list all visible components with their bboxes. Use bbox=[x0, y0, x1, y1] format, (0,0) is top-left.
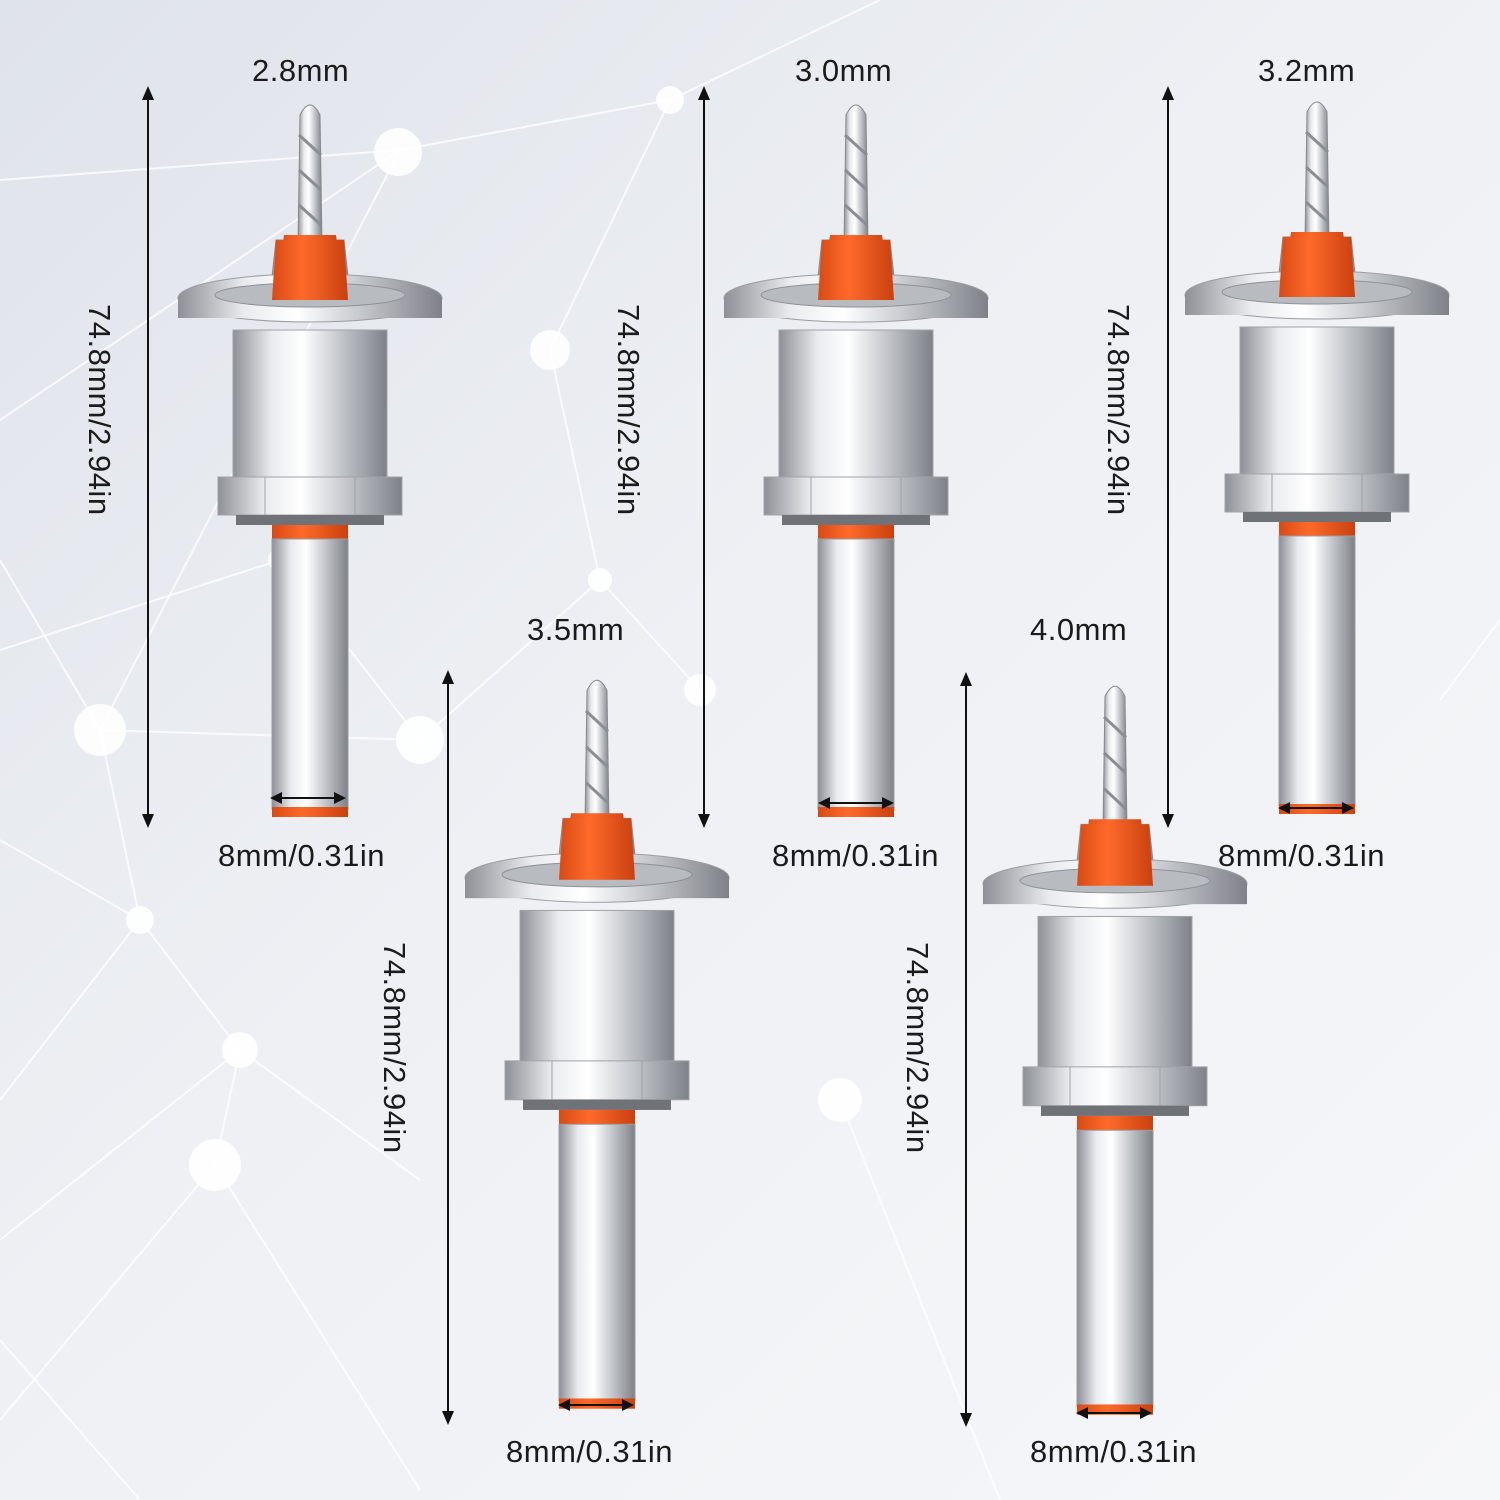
shank-diameter-label: 8mm/0.31in bbox=[1030, 1434, 1197, 1469]
drill-tip bbox=[297, 104, 323, 246]
length-arrow bbox=[1162, 86, 1174, 828]
countersink-drill-bit-3-2 bbox=[1184, 101, 1450, 814]
shank-diameter-label: 8mm/0.31in bbox=[218, 838, 385, 873]
drill-size-label: 4.0mm bbox=[1030, 612, 1128, 647]
drill-size-label: 2.8mm bbox=[252, 53, 350, 88]
shank-diameter-label: 8mm/0.31in bbox=[1218, 838, 1385, 873]
countersink-drill-bit-2-8 bbox=[177, 104, 443, 817]
drill-tip bbox=[1102, 685, 1128, 830]
shank-arrow bbox=[1076, 1407, 1152, 1419]
length-arrow bbox=[442, 670, 454, 1425]
length-arrow bbox=[698, 86, 710, 828]
length-label: 74.8mm/2.94in bbox=[1101, 304, 1136, 516]
shank-arrow bbox=[1278, 802, 1354, 814]
countersink-drill-bit-4-0 bbox=[982, 685, 1248, 1415]
drill-tip bbox=[843, 104, 869, 246]
length-label: 74.8mm/2.94in bbox=[82, 304, 117, 516]
length-label: 74.8mm/2.94in bbox=[900, 942, 935, 1154]
drill-size-label: 3.0mm bbox=[795, 53, 893, 88]
length-label: 74.8mm/2.94in bbox=[377, 942, 412, 1154]
drill-size-label: 3.5mm bbox=[527, 612, 625, 647]
drill-size-label: 3.2mm bbox=[1258, 53, 1356, 88]
shank-diameter-label: 8mm/0.31in bbox=[506, 1434, 673, 1469]
countersink-drill-bit-3-5 bbox=[464, 679, 730, 1409]
length-arrow bbox=[142, 86, 154, 828]
shank-diameter-label: 8mm/0.31in bbox=[772, 838, 939, 873]
length-arrow bbox=[960, 672, 972, 1427]
length-label: 74.8mm/2.94in bbox=[611, 304, 646, 516]
shank-arrow bbox=[818, 797, 894, 809]
shank-arrow bbox=[558, 1399, 634, 1411]
countersink-drill-bit-3-0 bbox=[723, 104, 989, 817]
shank-arrow bbox=[270, 792, 346, 804]
drill-tip bbox=[584, 679, 610, 824]
drill-tip bbox=[1304, 101, 1330, 243]
